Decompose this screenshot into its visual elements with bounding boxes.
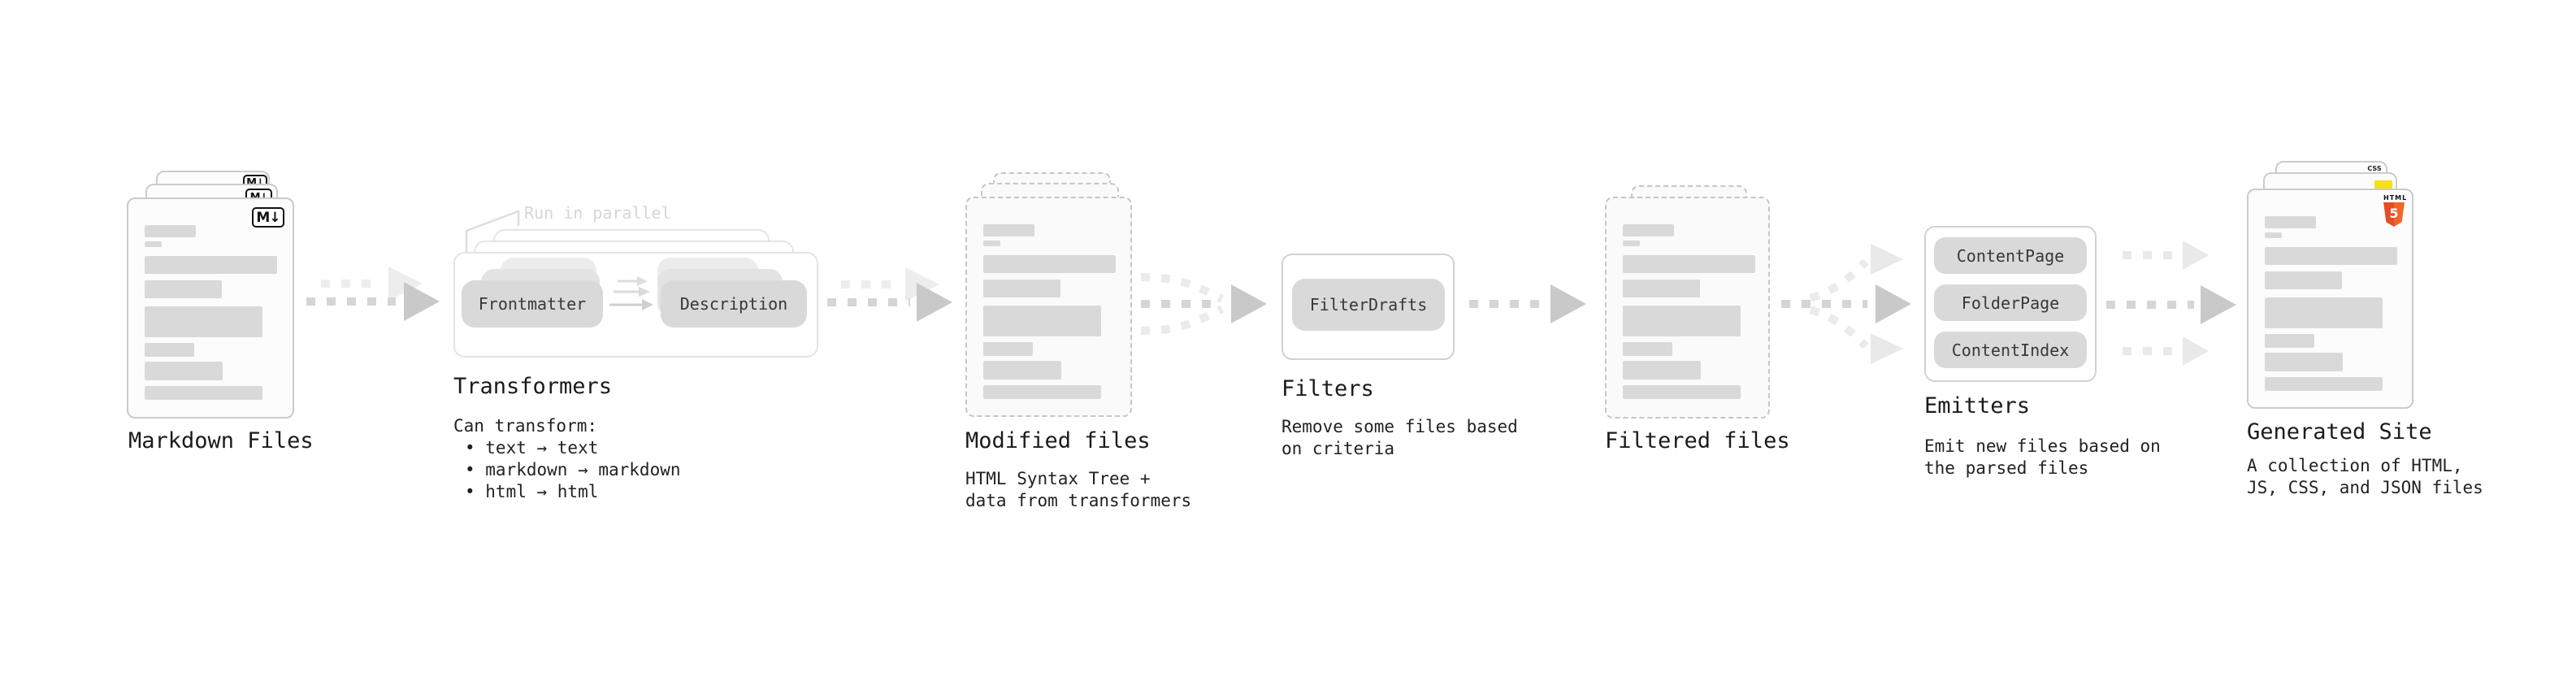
content-placeholder-bar [2265,271,2342,289]
annotation-leader-line [465,210,520,252]
node-label-filters: Filters [1281,376,1374,401]
content-placeholder-bar [145,362,223,380]
markdown-icon: M↓ [252,207,284,228]
content-placeholder-bar [983,342,1033,356]
node-label-markdown-files: Markdown Files [128,428,314,453]
arrow-filters-to-filtered [1469,284,1586,323]
content-placeholder-bar [2265,353,2343,371]
content-placeholder-bar [983,385,1101,399]
arrow-emitters-to-generated [2106,241,2236,366]
node-label-transformers: Transformers [453,374,613,399]
content-index-chip: ContentIndex [1934,332,2087,368]
content-placeholder-bar [983,306,1101,336]
description-chip: Description [661,280,807,327]
document-content-placeholder [128,199,293,417]
content-placeholder-bar [145,280,222,298]
document-content-placeholder [2249,190,2412,407]
content-placeholder-bar [1623,280,1700,297]
content-placeholder-bar [983,280,1060,297]
file-card-front: M↓ [127,197,294,419]
description-line: the parsed files [1924,458,2089,478]
html5-icon: HTML 5 [2383,194,2408,227]
emitters-description: Emit new files based on the parsed files [1924,436,2161,479]
content-placeholder-bar [2265,377,2383,391]
content-placeholder-bar [983,255,1116,273]
description-line: A collection of HTML, [2247,456,2463,475]
content-page-chip: ContentPage [1934,237,2087,274]
description-line: Emit new files based on [1924,436,2161,456]
content-placeholder-bar [145,241,162,247]
content-placeholder-bar [2265,297,2383,328]
content-placeholder-bar [1623,306,1741,336]
node-label-generated-site: Generated Site [2247,419,2432,445]
can-transform-heading: Can transform: [453,416,598,436]
bullet-item: • text → text [465,438,599,458]
node-label-emitters: Emitters [1924,393,2031,419]
content-placeholder-bar [1623,255,1755,273]
bullet-item: • html → html [465,482,599,501]
content-placeholder-bar [145,256,277,274]
content-placeholder-bar [1623,385,1741,399]
arrow-filtered-to-emitters [1781,244,1911,364]
css-icon-label: CSS [2367,165,2382,172]
content-placeholder-bar [1623,241,1640,246]
document-content-placeholder [1607,198,1768,417]
transformers-description: Can transform: • text → text • markdown … [453,415,681,503]
content-placeholder-bar [2265,247,2397,265]
content-placeholder-bar [145,225,196,237]
bullet-item: • markdown → markdown [465,460,681,479]
arrow-markdown-to-transformers [306,267,440,321]
html5-icon-label: HTML [2383,194,2408,202]
folder-page-chip: FolderPage [1934,284,2087,321]
generated-site-description: A collection of HTML, JS, CSS, and JSON … [2247,455,2483,499]
content-placeholder-bar [145,343,194,357]
file-card-front [965,197,1132,417]
document-content-placeholder [967,198,1130,415]
content-placeholder-bar [2265,334,2314,348]
content-placeholder-bar [145,386,262,400]
node-label-filtered-files: Filtered files [1605,428,1790,453]
arrow-transformers-to-modified [827,267,952,322]
file-card-front [1605,197,1770,419]
filter-drafts-chip: FilterDrafts [1292,279,1445,331]
filters-description: Remove some files based on criteria [1281,416,1518,460]
arrow-modified-to-filters [1140,273,1267,335]
content-placeholder-bar [983,361,1061,380]
parallel-step-arrows [609,276,653,310]
description-line: data from transformers [965,491,1192,510]
content-placeholder-bar [1623,342,1672,356]
description-line: on criteria [1281,439,1395,458]
run-in-parallel-annotation: Run in parallel [524,203,671,223]
content-placeholder-bar [2265,232,2282,238]
node-label-modified-files: Modified files [965,428,1151,453]
content-placeholder-bar [2265,216,2316,228]
description-line: HTML Syntax Tree + [965,469,1151,488]
file-card-front: HTML 5 [2247,189,2413,409]
content-placeholder-bar [1623,361,1701,380]
content-placeholder-bar [983,224,1034,236]
content-placeholder-bar [1623,224,1674,236]
description-line: Remove some files based [1281,417,1518,436]
modified-files-description: HTML Syntax Tree + data from transformer… [965,468,1191,512]
content-placeholder-bar [983,241,1000,246]
frontmatter-chip: Frontmatter [462,280,603,327]
description-line: JS, CSS, and JSON files [2247,478,2483,497]
content-placeholder-bar [145,306,262,337]
